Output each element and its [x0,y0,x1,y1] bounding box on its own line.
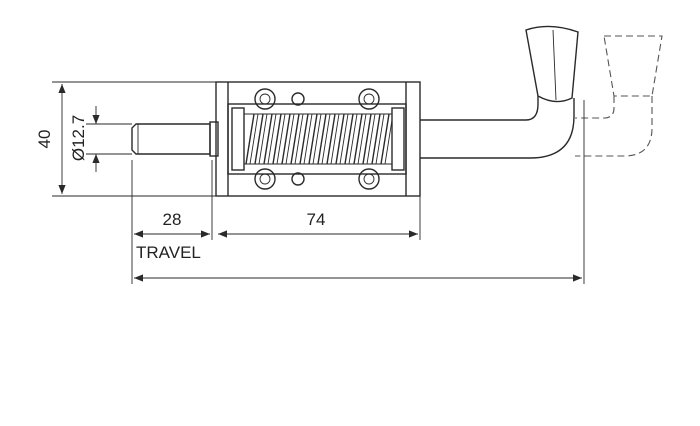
mounting-hole-top-right [358,88,380,110]
body-length-label: 74 [307,210,326,229]
dimension-height: 40 [35,81,216,197]
mounting-hole-bottom-left [254,168,276,190]
dimension-body-length: 74 [218,196,421,240]
compression-spring [244,113,393,165]
mounting-hole-bottom-right [358,168,380,190]
height-label: 40 [35,130,54,149]
handle-alternate-position-dashed [575,35,663,157]
bolt-body-housing [215,81,421,197]
rod-and-handle [420,25,579,159]
mounting-hole-top-left [254,88,276,110]
travel-text-label: TRAVEL [136,243,201,262]
pin-diameter-label: Ø12.7 [69,115,88,161]
dimension-overall-length [134,100,585,284]
center-hole-bottom [291,172,305,186]
mounting-holes [254,88,380,190]
dimension-pin-diameter: Ø12.7 [69,106,132,172]
dimension-travel: 28 TRAVEL [131,160,213,284]
center-hole-top [291,92,305,106]
travel-value-label: 28 [163,210,182,229]
plunger-pin [131,121,219,157]
